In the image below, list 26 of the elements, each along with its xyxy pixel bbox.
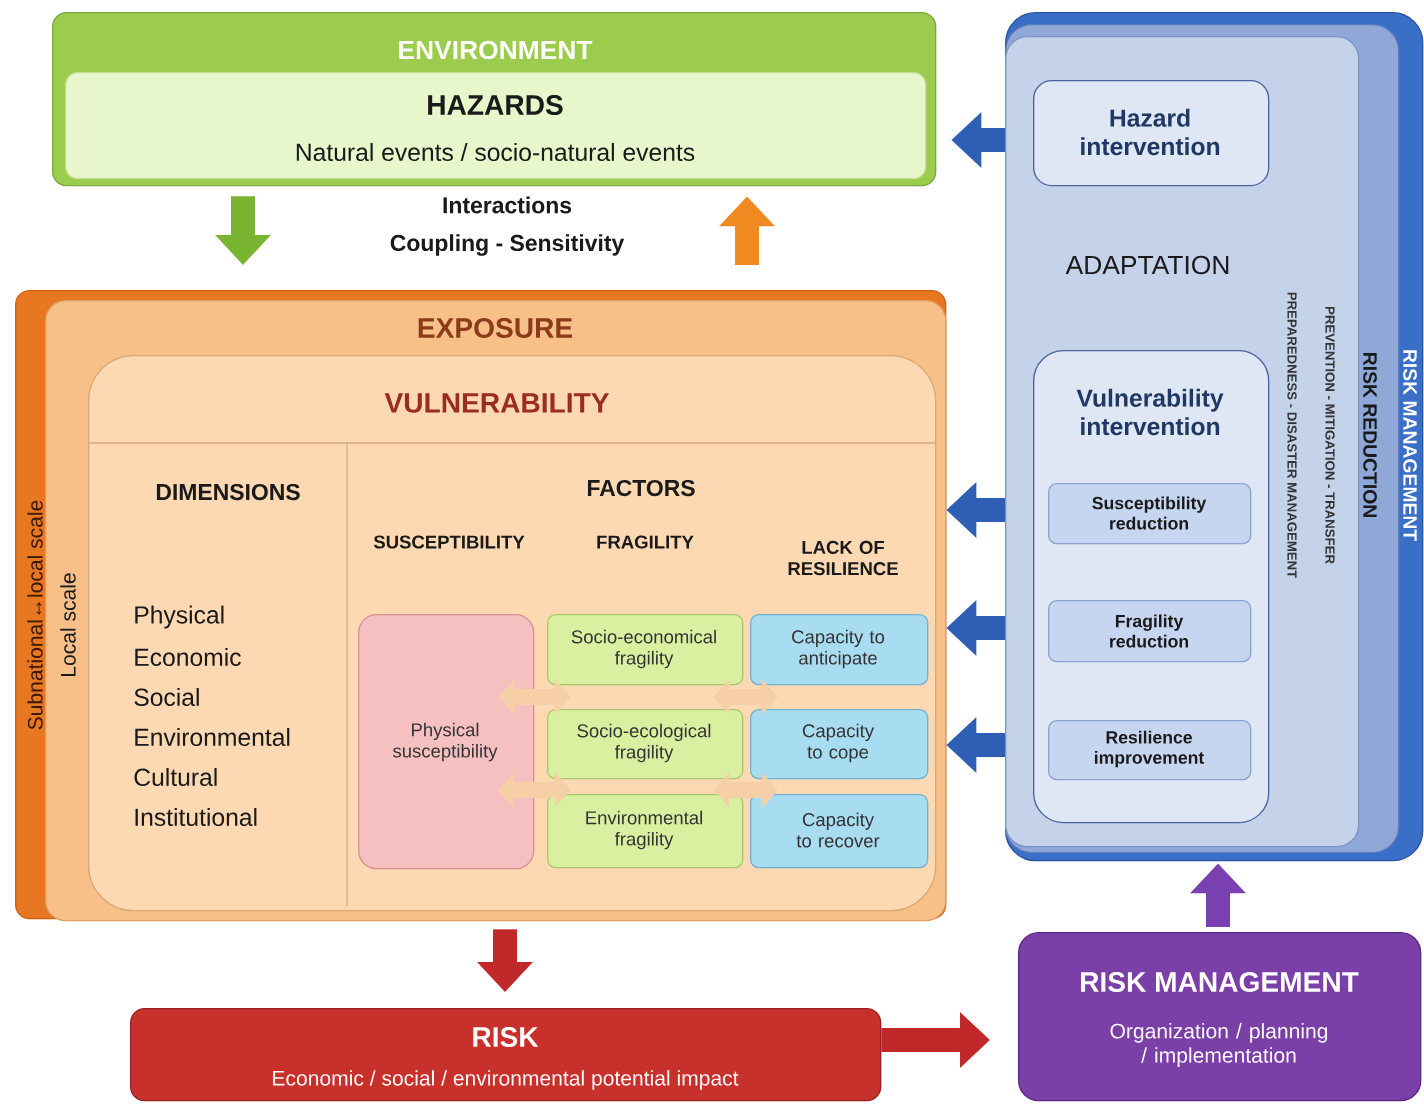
column-heading: FRAGILITY — [597, 535, 694, 549]
reduction-box: Resilience improvement — [1048, 720, 1252, 781]
factor-box: Environmental fragility — [547, 794, 744, 869]
reduction-box: Susceptibility reduction — [1048, 483, 1252, 545]
factor-box: Physical susceptibility — [358, 614, 535, 870]
intervention-box: Hazard intervention — [1033, 80, 1270, 187]
list-item: Economic — [135, 647, 241, 667]
factor-box: Socio-ecological fragility — [547, 709, 744, 780]
factor-box: Capacity to cope — [750, 709, 929, 780]
factor-box: Socio-economical fragility — [547, 614, 744, 686]
factor-box: Capacity to recover — [750, 794, 929, 869]
list-item: Cultural — [134, 767, 217, 787]
factor-box: Capacity to anticipate — [750, 614, 929, 686]
list-item: Social — [134, 687, 199, 707]
list-item: Physical — [135, 605, 224, 629]
risk-management-box: RISK MANAGEMENT Organization / planning / implementation — [1018, 932, 1422, 1102]
risk-box: RISK Economic / social / environmental potential impact — [130, 1008, 882, 1102]
heading-text: Coupling - Sensitivity — [390, 234, 625, 256]
reduction-box: Fragility reduction — [1048, 600, 1252, 663]
list-item: Institutional — [135, 807, 257, 827]
column-heading: DIMENSIONS — [156, 483, 300, 501]
list-item: Environmental — [135, 727, 290, 747]
column-heading: LACK OF RESILIENCE — [788, 540, 898, 576]
column-heading: SUSCEPTIBILITY — [373, 535, 525, 549]
hazards-box: HAZARDS Natural events / socio-natural events — [65, 72, 927, 180]
column-heading: FACTORS — [587, 479, 695, 497]
